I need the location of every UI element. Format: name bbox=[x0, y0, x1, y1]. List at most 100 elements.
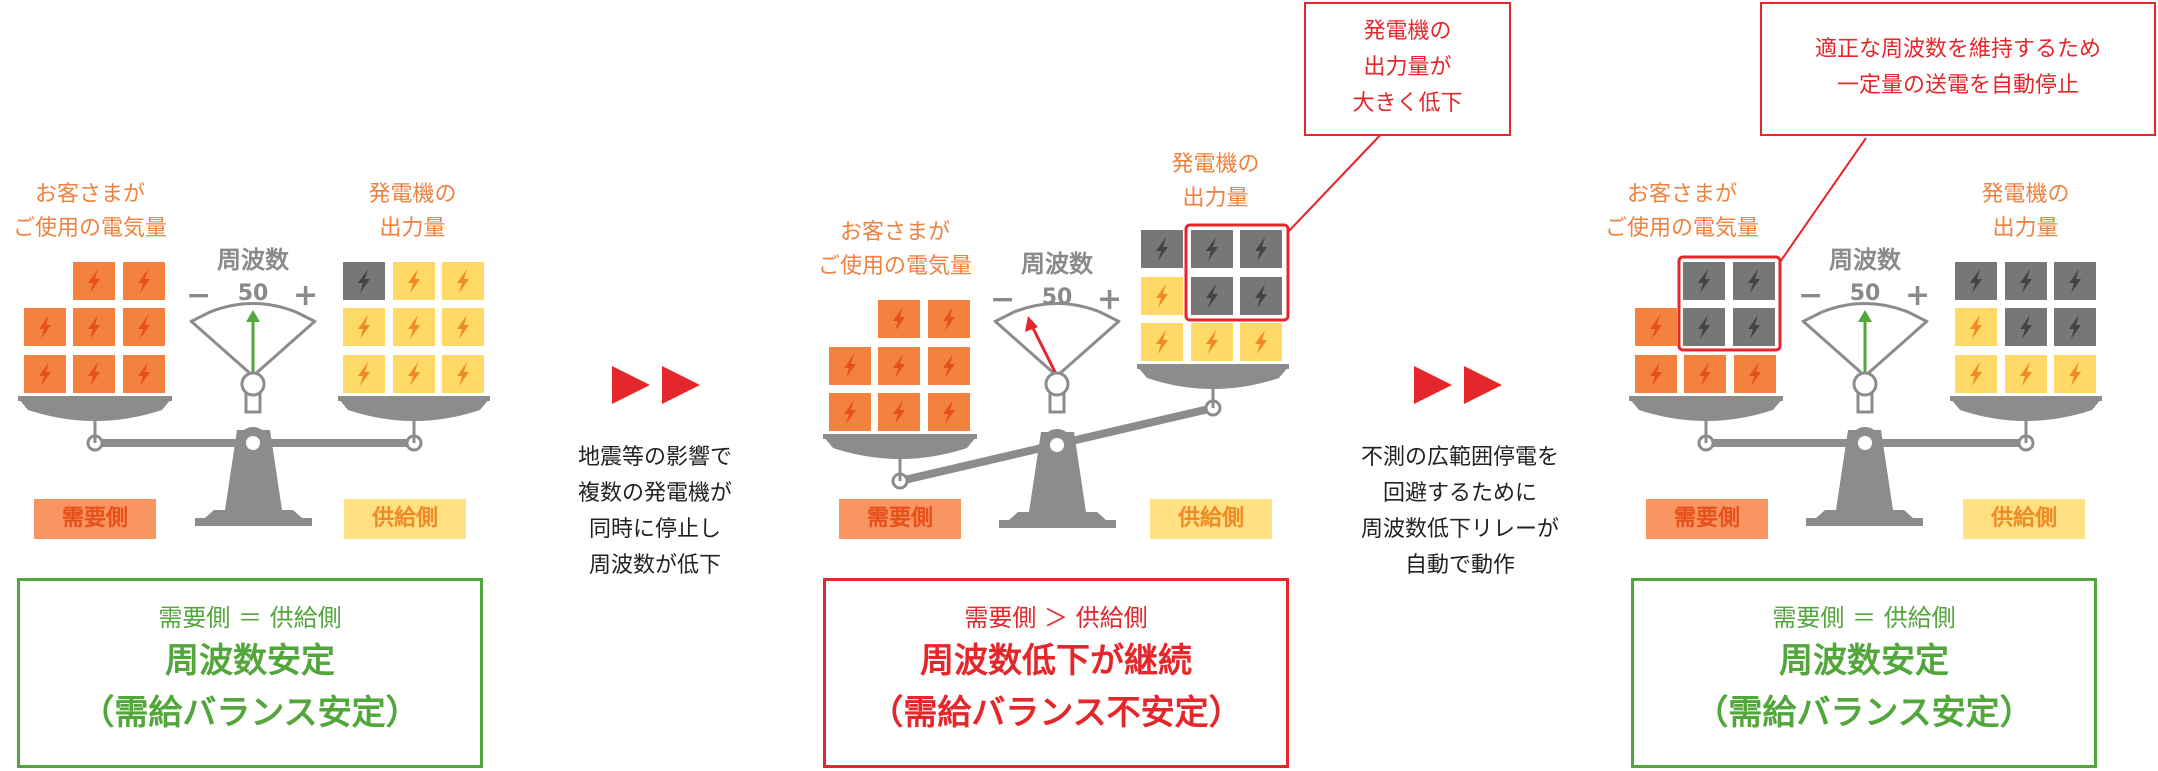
supply-block bbox=[343, 308, 385, 346]
minus-sign: − bbox=[990, 282, 1016, 317]
supply-block bbox=[1240, 323, 1282, 361]
callout-auto-shed: 適正な周波数を維持するため 一定量の送電を自動停止 bbox=[1760, 2, 2156, 136]
demand-block bbox=[1635, 355, 1677, 393]
demand-block bbox=[878, 300, 920, 338]
supply-blocks-1 bbox=[343, 262, 484, 393]
stopped-block bbox=[1683, 308, 1725, 346]
stopped-block bbox=[2005, 262, 2047, 300]
transition-line: 複数の発電機が bbox=[577, 481, 732, 506]
demand-block bbox=[878, 393, 920, 431]
frequency-label: 周波数 bbox=[217, 246, 289, 274]
demand-side-tag: 需要側 bbox=[34, 499, 156, 539]
stopped-block bbox=[2054, 262, 2096, 300]
customer-usage-label: お客さまが ご使用の電気量 bbox=[805, 216, 985, 284]
demand-block bbox=[123, 308, 165, 346]
customer-usage-line-2: ご使用の電気量 bbox=[1604, 216, 1759, 241]
transition-line: 回避するために bbox=[1382, 481, 1537, 506]
stopped-block bbox=[1733, 308, 1775, 346]
comparison-text: 需要側 ＝ 供給側 bbox=[158, 604, 342, 632]
panel-1-scale bbox=[18, 262, 490, 526]
supply-side-tag: 供給側 bbox=[1150, 499, 1272, 539]
frequency-gauge-1 bbox=[189, 302, 317, 414]
generator-output-line-1: 発電機の bbox=[368, 182, 457, 207]
stopped-block bbox=[1733, 262, 1775, 300]
supply-block bbox=[2005, 355, 2047, 393]
callout-output-drop: 発電機の 出力量が 大きく低下 bbox=[1304, 2, 1511, 136]
supply-block bbox=[393, 262, 435, 300]
callout-line: 大きく低下 bbox=[1352, 91, 1463, 116]
gauge-value: 50 bbox=[1849, 281, 1881, 306]
gauge-value: 50 bbox=[1041, 285, 1073, 310]
supply-side-tag: 供給側 bbox=[1963, 499, 2085, 539]
demand-block bbox=[1684, 355, 1726, 393]
generator-output-label: 発電機の 出力量 bbox=[340, 178, 485, 246]
frequency-gauge-2 bbox=[993, 302, 1121, 414]
flow-arrow-2 bbox=[1414, 366, 1502, 404]
generator-output-line-2: 出力量 bbox=[1182, 186, 1249, 211]
stopped-block bbox=[1141, 230, 1183, 268]
panel-2-scale bbox=[823, 127, 1388, 528]
callout-leader-line bbox=[1287, 127, 1388, 233]
stopped-block bbox=[343, 262, 385, 300]
supply-block bbox=[343, 355, 385, 393]
supply-blocks-3 bbox=[1955, 262, 2096, 393]
callout-line: 出力量が bbox=[1363, 55, 1452, 80]
generator-output-line-1: 発電機の bbox=[1981, 182, 2070, 207]
demand-block bbox=[829, 393, 871, 431]
transition-line: 同時に停止し bbox=[588, 517, 721, 542]
supply-block bbox=[1955, 308, 1997, 346]
panel-3-scale bbox=[1629, 137, 2102, 526]
comparison-text: 需要側 ＝ 供給側 bbox=[1772, 604, 1956, 632]
left-pan bbox=[18, 398, 172, 421]
frequency-label: 周波数 bbox=[1829, 246, 1901, 274]
stopped-block bbox=[1240, 277, 1282, 315]
gauge-value: 50 bbox=[237, 281, 269, 306]
demand-blocks-1 bbox=[24, 262, 165, 393]
shed-highlight-frame bbox=[1677, 255, 1782, 352]
stopped-block bbox=[1683, 262, 1725, 300]
demand-block bbox=[123, 355, 165, 393]
demand-block bbox=[24, 355, 66, 393]
result-title: 周波数安定 bbox=[1779, 641, 1949, 681]
supply-block bbox=[1141, 277, 1183, 315]
customer-usage-label: お客さまが ご使用の電気量 bbox=[1592, 178, 1772, 246]
demand-block bbox=[73, 308, 115, 346]
generator-output-line-2: 出力量 bbox=[379, 216, 446, 241]
generator-output-label: 発電機の 出力量 bbox=[1143, 148, 1288, 216]
generator-output-line-1: 発電機の bbox=[1171, 152, 1260, 177]
left-pan bbox=[1629, 398, 1783, 421]
frequency-label: 周波数 bbox=[1021, 250, 1093, 278]
demand-block bbox=[1635, 308, 1677, 346]
callout-leader-line bbox=[1779, 137, 1867, 263]
supply-block bbox=[1141, 323, 1183, 361]
demand-block bbox=[1734, 355, 1776, 393]
transition-text-1: 地震等の影響で 複数の発電機が 同時に停止し 周波数が低下 bbox=[545, 440, 765, 584]
demand-block bbox=[73, 262, 115, 300]
minus-sign: − bbox=[1798, 278, 1824, 313]
supply-block bbox=[393, 308, 435, 346]
demand-block bbox=[123, 262, 165, 300]
demand-side-tag: 需要側 bbox=[839, 499, 961, 539]
supply-block bbox=[1191, 323, 1233, 361]
generator-output-label: 発電機の 出力量 bbox=[1953, 178, 2098, 246]
demand-blocks-2 bbox=[829, 300, 970, 431]
left-pan bbox=[823, 436, 977, 459]
supply-side-tag: 供給側 bbox=[344, 499, 466, 539]
customer-usage-line-2: ご使用の電気量 bbox=[817, 254, 972, 279]
supply-block bbox=[442, 355, 484, 393]
comparison-text: 需要側 ＞ 供給側 bbox=[964, 604, 1148, 632]
stopped-block bbox=[2005, 308, 2047, 346]
stopped-block bbox=[1240, 230, 1282, 268]
supply-block bbox=[393, 355, 435, 393]
transition-line: 不測の広範囲停電を bbox=[1360, 445, 1559, 470]
minus-sign: − bbox=[186, 278, 212, 313]
result-box-1: 需要側 ＝ 供給側 周波数安定 （需給バランス安定） bbox=[17, 578, 483, 768]
flow-arrow-1 bbox=[612, 366, 700, 404]
customer-usage-line-1: お客さまが bbox=[34, 182, 145, 207]
right-pan bbox=[1137, 366, 1289, 389]
stopped-block bbox=[2054, 308, 2096, 346]
supply-block bbox=[2054, 355, 2096, 393]
stopped-block bbox=[1191, 230, 1233, 268]
supply-block bbox=[442, 262, 484, 300]
